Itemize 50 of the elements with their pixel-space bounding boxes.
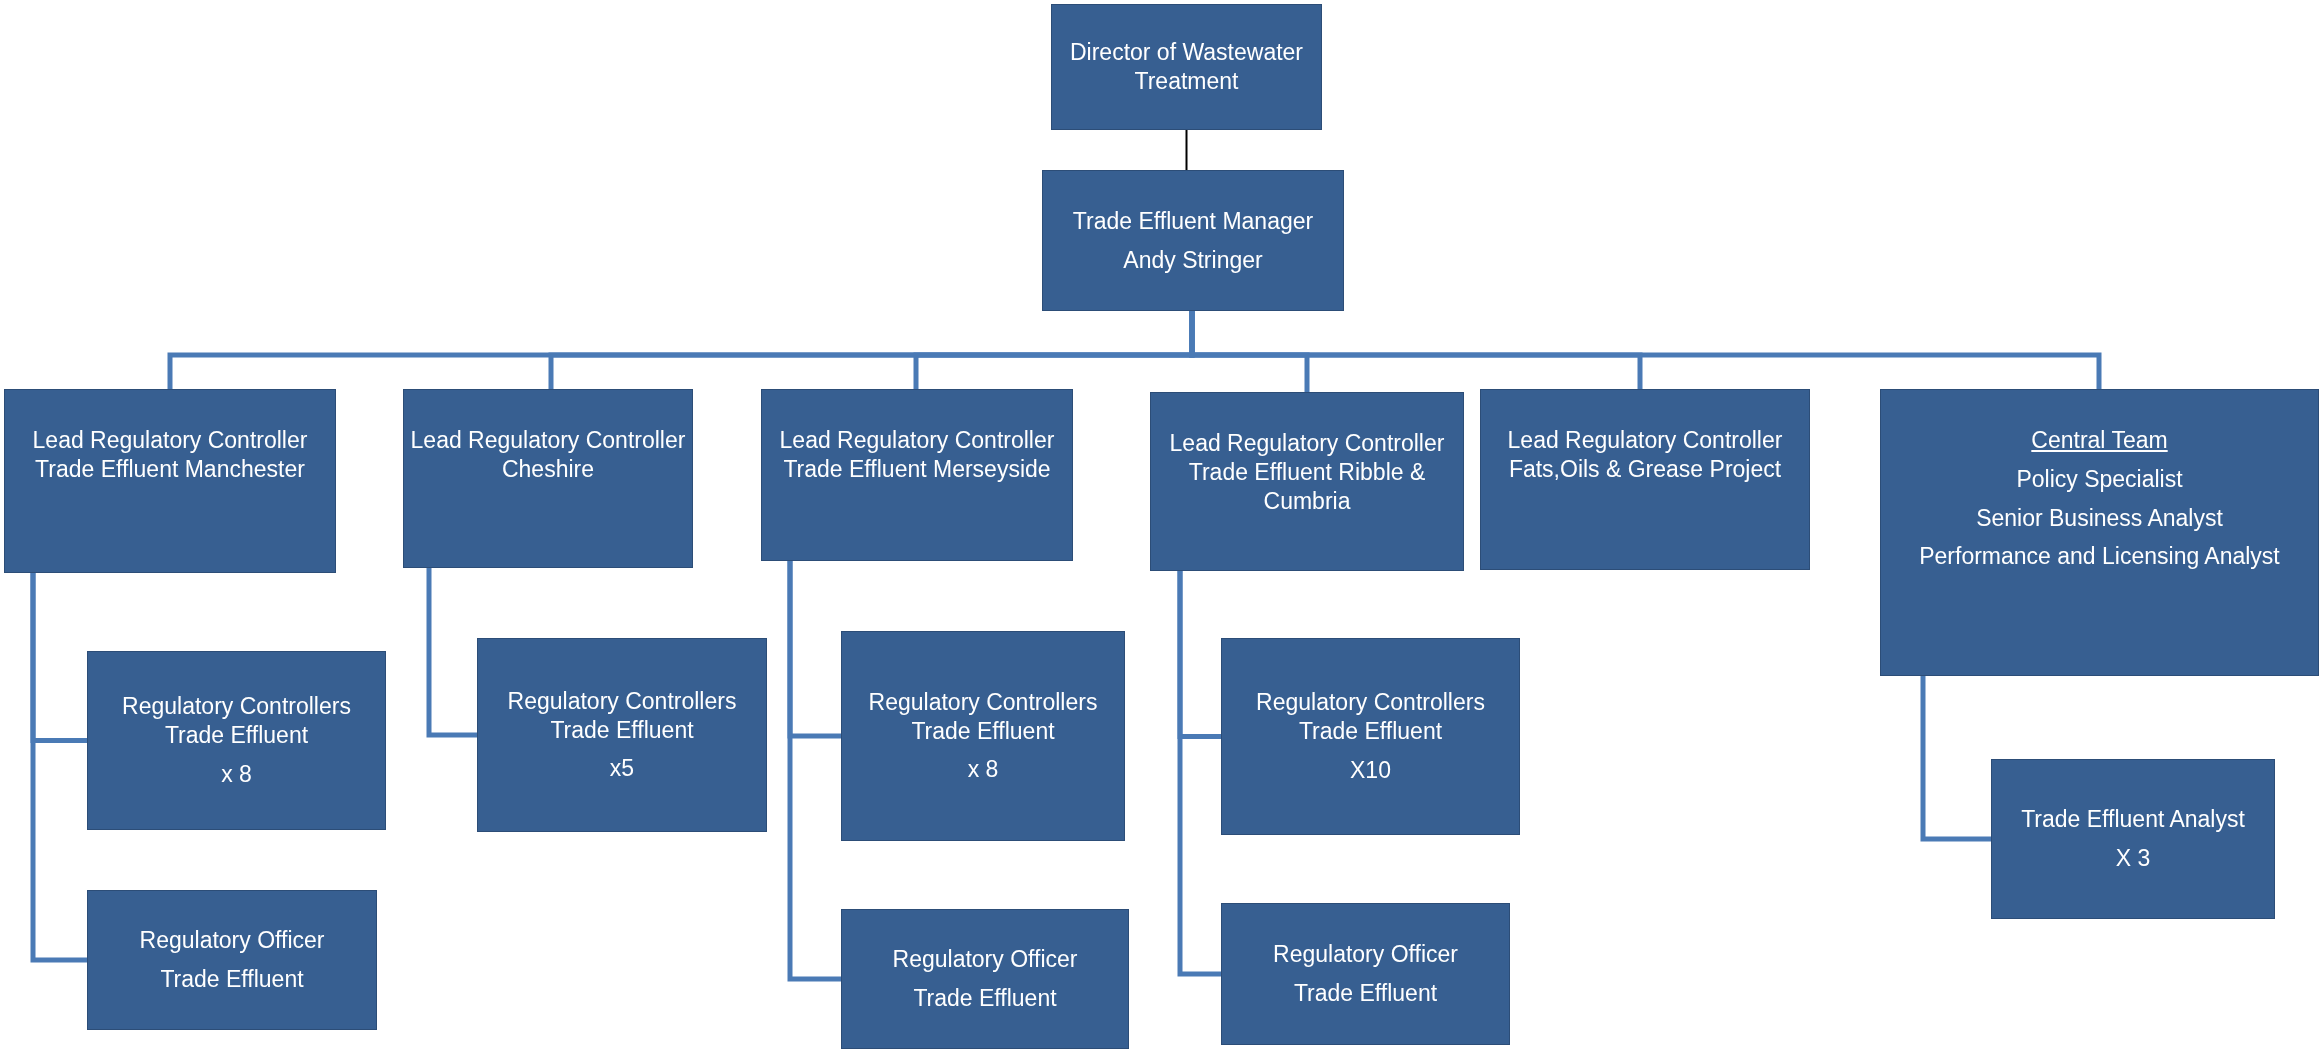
role-text: Regulatory Officer [139,926,325,955]
role-text: Trade Effluent Analyst [2021,805,2245,834]
org-box [841,631,1125,841]
role-text: Senior Business Analyst [1976,503,2223,533]
role-text: Trade Effluent [1293,979,1438,1008]
org-box [87,890,377,1030]
connector-line [1177,571,1221,977]
org-box [761,389,1073,561]
connector-line [1185,129,1188,171]
role-text: Regulatory Controllers Trade Effluent [867,687,1099,746]
role-text: x 8 [967,755,999,785]
role-text: Director of Wastewater Treatment [1068,38,1304,96]
org-box [1221,638,1520,835]
role-text: Lead Regulatory Controller Trade Effluent Manchester [31,426,309,484]
role-text: Regulatory Officer [892,945,1078,974]
role-text: Lead Regulatory Controller Cheshire [410,426,686,484]
role-text: Central Team [2031,426,2168,455]
connector-line [30,573,87,963]
org-box [403,389,693,568]
org-box [841,909,1129,1049]
org-box [1051,4,1322,130]
org-box [1991,759,2275,919]
org-box [1150,392,1464,571]
org-box [1480,389,1810,570]
role-text: Lead Regulatory Controller Trade Effluent Merseyside [778,426,1056,484]
role-text: Regulatory Controllers Trade Effluent [506,686,738,745]
connector-line [1920,676,1991,842]
role-text: Regulatory Controllers Trade Effluent [1255,688,1486,746]
org-box [1042,170,1344,311]
connector-line [787,561,841,982]
role-text: x5 [609,754,635,784]
role-text: Trade Effluent [160,965,304,994]
org-box [4,389,336,573]
role-text: Andy Stringer [1123,245,1263,275]
org-box [1880,389,2319,676]
role-text: x 8 [221,759,252,789]
role-text: Trade Effluent Manager [1072,206,1314,236]
role-text: Lead Regulatory Controller Fats,Oils & Grease Project [1506,426,1784,484]
org-box [1221,903,1510,1045]
org-box [477,638,767,832]
role-text: Regulatory Officer [1273,940,1458,969]
role-text: Policy Specialist [2016,464,2183,494]
role-text: Trade Effluent [913,984,1057,1013]
role-text: X 3 [2115,844,2151,873]
role-text: X10 [1350,755,1391,785]
role-text: Lead Regulatory Controller Trade Effluent Ribble & Cumbria [1168,429,1446,516]
role-text: Regulatory Controllers Trade Effluent [121,692,352,750]
connector-line [426,568,477,738]
role-text: Performance and Licensing Analyst [1919,542,2280,571]
org-box [87,651,386,830]
